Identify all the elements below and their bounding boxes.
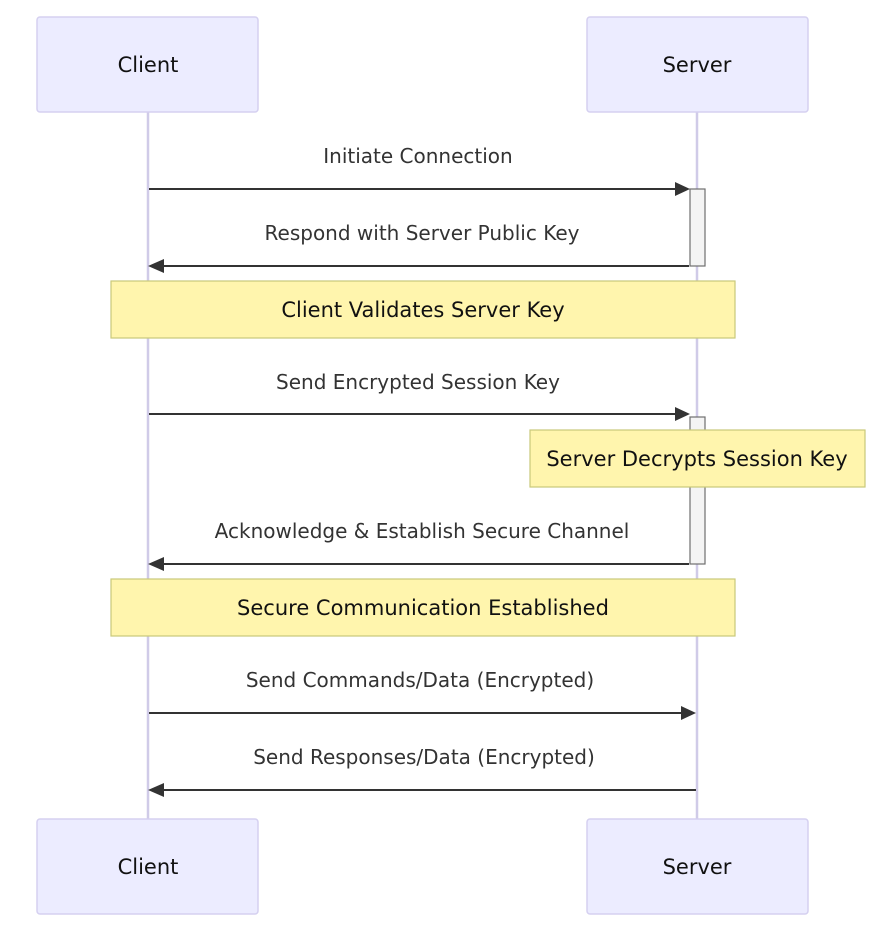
- arrow-right-icon: [681, 706, 696, 720]
- note-secure-established: Secure Communication Established: [110, 578, 736, 637]
- message-send-session-key: Send Encrypted Session Key: [149, 370, 690, 421]
- arrow-left-icon: [148, 259, 164, 273]
- message-respond-public-key: Respond with Server Public Key: [148, 221, 689, 273]
- arrow-left-icon: [148, 557, 164, 571]
- client-actor-top-label: Client: [118, 53, 179, 77]
- client-actor-top: Client: [36, 16, 259, 113]
- note-client-validates: Client Validates Server Key: [110, 280, 736, 339]
- server-actor-bottom-label: Server: [663, 855, 732, 879]
- server-actor-bottom: Server: [586, 818, 809, 915]
- server-actor-top-label: Server: [663, 53, 732, 77]
- client-actor-bottom-label: Client: [118, 855, 179, 879]
- message-send-commands: Send Commands/Data (Encrypted): [149, 668, 696, 720]
- note-server-decrypts: Server Decrypts Session Key: [529, 429, 866, 488]
- message-send-commands-label: Send Commands/Data (Encrypted): [246, 668, 594, 692]
- message-acknowledge-secure-channel-label: Acknowledge & Establish Secure Channel: [215, 519, 630, 543]
- note-client-validates-label: Client Validates Server Key: [281, 298, 564, 322]
- message-respond-public-key-label: Respond with Server Public Key: [265, 221, 580, 245]
- message-send-responses-label: Send Responses/Data (Encrypted): [253, 745, 595, 769]
- note-server-decrypts-label: Server Decrypts Session Key: [546, 447, 847, 471]
- note-secure-established-label: Secure Communication Established: [237, 596, 609, 620]
- server-actor-top: Server: [586, 16, 809, 113]
- message-acknowledge-secure-channel: Acknowledge & Establish Secure Channel: [148, 519, 689, 571]
- server-activation-1: [689, 188, 706, 267]
- client-actor-bottom: Client: [36, 818, 259, 915]
- arrow-left-icon: [148, 783, 164, 797]
- arrow-right-icon: [675, 182, 690, 196]
- message-send-responses: Send Responses/Data (Encrypted): [148, 745, 696, 797]
- arrow-right-icon: [675, 407, 690, 421]
- message-initiate-connection: Initiate Connection: [149, 144, 690, 196]
- message-send-session-key-label: Send Encrypted Session Key: [276, 370, 560, 394]
- message-initiate-connection-label: Initiate Connection: [323, 144, 512, 168]
